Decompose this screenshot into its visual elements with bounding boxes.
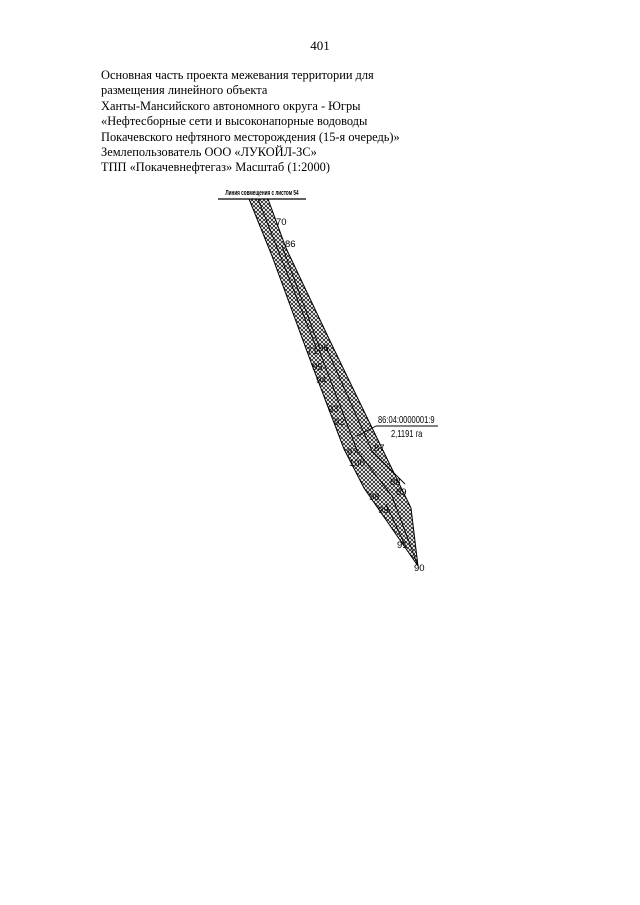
point-label: 86 — [285, 239, 296, 250]
match-line-label: Линия совмещения с листом 54 — [225, 189, 299, 197]
point-label: 95 — [312, 362, 323, 373]
header-line: «Нефтесборные сети и высоконапорные водо… — [101, 114, 368, 129]
point-label: 93 — [328, 404, 339, 415]
point-label: 100 — [349, 458, 365, 469]
land-plot-corridor — [248, 198, 419, 567]
point-label: 92 — [334, 417, 345, 428]
cadastral-callout: 86:04:0000001:9 2,1191 га — [356, 414, 438, 439]
point-labels: 70 86 71 96 95 94 93 92 87 97 100 88 89 … — [276, 217, 425, 574]
point-label: 90 — [414, 563, 425, 574]
header-line: ТПП «Покачевнефтегаз» Масштаб (1:2000) — [101, 160, 331, 175]
point-label: 98 — [369, 492, 380, 503]
document-header: Основная часть проекта межевания террито… — [101, 68, 400, 176]
point-label: 70 — [276, 217, 287, 228]
point-label: 91 — [397, 540, 408, 551]
point-label: 88 — [390, 477, 401, 488]
point-label: 99 — [378, 505, 389, 516]
header-line: Ханты-Мансийского автономного округа - Ю… — [101, 98, 361, 113]
point-label: 96 — [318, 343, 329, 354]
page-number: 401 — [310, 38, 330, 53]
inner-boundaries — [257, 198, 419, 567]
cadastral-number: 86:04:0000001:9 — [378, 414, 435, 425]
point-label: 71 — [307, 346, 318, 357]
header-line: размещения линейного объекта — [101, 83, 268, 98]
plot-area: 2,1191 га — [391, 428, 423, 439]
header-line: Покачевского нефтяного месторождения (15… — [101, 129, 400, 144]
point-label: 87 — [374, 443, 385, 454]
point-label: 94 — [316, 375, 327, 386]
point-label: 97 — [347, 447, 358, 458]
header-line: Землепользователь ООО «ЛУКОЙЛ-ЗС» — [101, 145, 317, 160]
header-line: Основная часть проекта межевания террито… — [101, 68, 374, 82]
point-label: 89 — [396, 487, 407, 498]
